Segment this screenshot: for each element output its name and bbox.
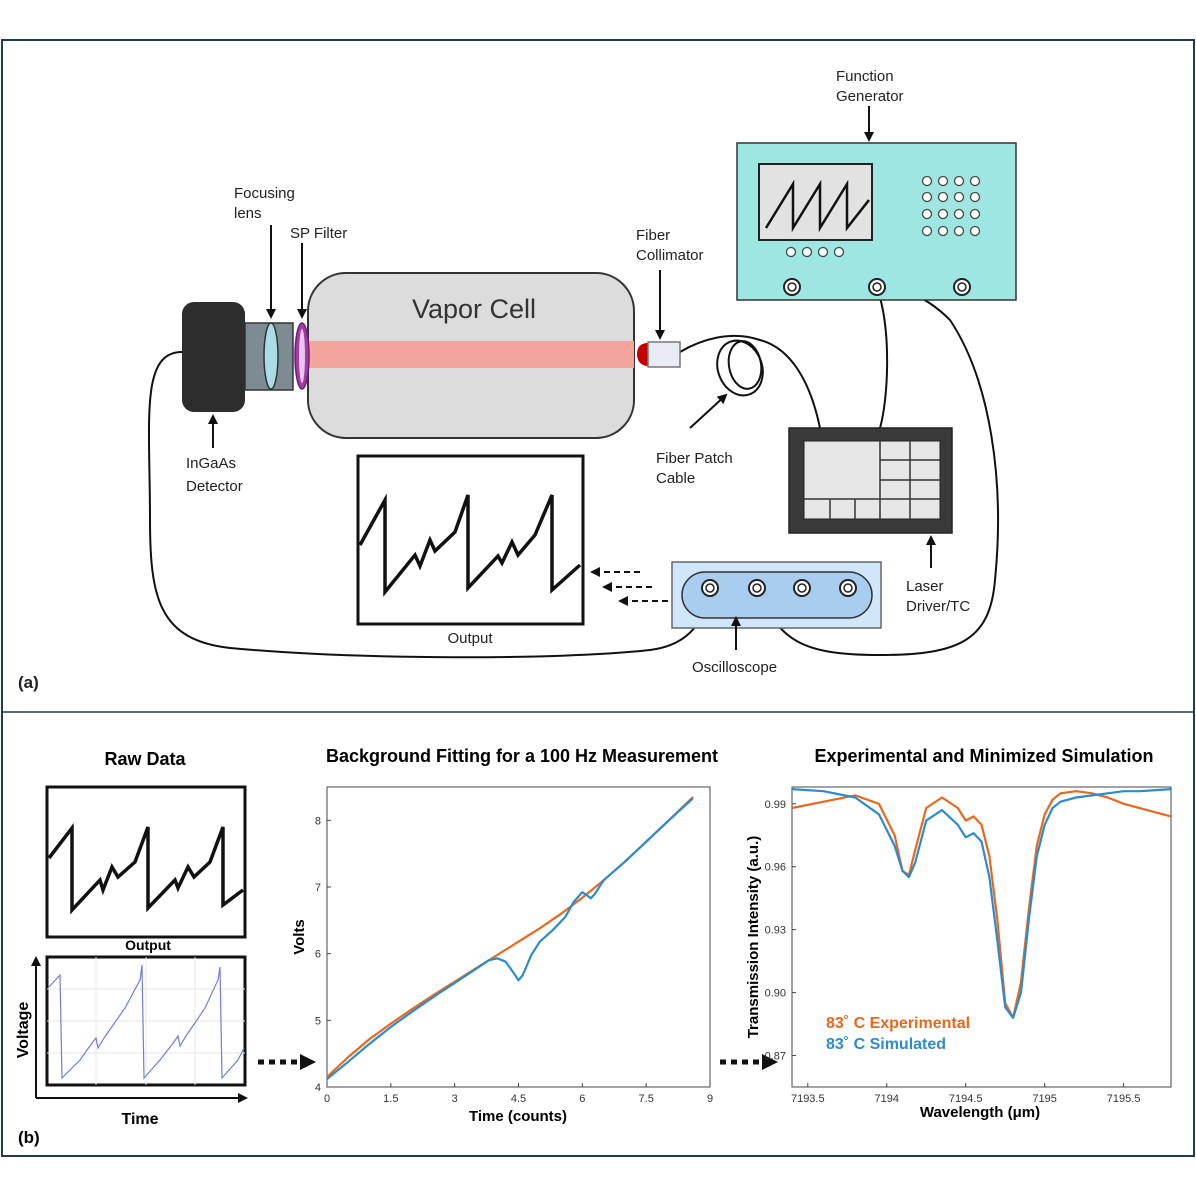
chart1-xtick-label: 6 xyxy=(579,1093,585,1105)
chart-experimental-simulation: Experimental and Minimized Simulation 71… xyxy=(745,746,1172,1121)
chart1-xtick-label: 9 xyxy=(707,1093,713,1105)
fiber-patch-cable xyxy=(679,334,821,429)
chart2-xtick-label: 7195.5 xyxy=(1107,1093,1141,1105)
oscilloscope xyxy=(671,561,882,629)
chart2-legend-experimental: 83˚ C Experimental xyxy=(826,1015,970,1032)
fiber-coil-2 xyxy=(727,340,763,390)
function-generator-label-2: Generator xyxy=(836,88,904,105)
chart2-xtick-label: 7195 xyxy=(1032,1093,1056,1105)
laser-driver-label-2: Driver/TC xyxy=(906,598,970,615)
detector-assembly xyxy=(182,302,310,412)
function-generator-keypad xyxy=(921,175,981,237)
figure-frame xyxy=(1,39,1195,1157)
raw-data-panel: Raw Data Output Voltage Time (b) xyxy=(15,749,248,1147)
flow-arrows xyxy=(258,1054,778,1070)
chart1-series-line-1 xyxy=(326,797,694,1080)
chart1-xtick-label: 7.5 xyxy=(639,1093,654,1105)
detector-label: InGaAs xyxy=(186,455,236,472)
function-generator-connectors xyxy=(783,278,971,296)
chart1-plot-area xyxy=(326,786,711,1088)
raw-ylabel: Voltage xyxy=(15,1002,32,1059)
chart2-title: Experimental and Minimized Simulation xyxy=(814,746,1153,766)
chart-background-fitting: Background Fitting for a 100 Hz Measurem… xyxy=(291,746,718,1125)
panel-a-label: (a) xyxy=(18,673,39,692)
detector-to-oscilloscope-cable xyxy=(147,351,711,659)
panel-a-labels: Function Generator Focusing lens SP Filt… xyxy=(18,68,970,692)
panel-b: Raw Data Output Voltage Time (b) xyxy=(15,746,1172,1147)
signal-arrows xyxy=(590,567,668,606)
chart2-ytick-label: 0.99 xyxy=(765,799,786,811)
raw-output-waveform xyxy=(47,822,245,915)
chart2-plot-area xyxy=(791,786,1172,1088)
chart1-xtick-label: 1.5 xyxy=(383,1093,398,1105)
chart1-ytick-label: 4 xyxy=(315,1082,321,1094)
chart2-legend-simulated: 83˚ C Simulated xyxy=(826,1036,946,1053)
focusing-lens-label: Focusing xyxy=(234,185,295,202)
chart2-xlabel: Wavelength (μm) xyxy=(920,1104,1040,1121)
chart2-series-line-1 xyxy=(791,788,1172,1019)
fiber-patch-cable-label: Fiber Patch xyxy=(656,450,733,467)
panel-a: Vapor Cell xyxy=(18,68,1017,692)
laser-driver-to-function-generator-cable xyxy=(876,287,889,429)
cables xyxy=(147,286,999,659)
chart2-ticks: 7193.5 7194 7194.5 7195 7195.5 0.99 0.96 0.93 0.… xyxy=(765,799,1141,1105)
fiber-patch-cable-label-2: Cable xyxy=(656,470,695,487)
chart1-xtick-label: 3 xyxy=(452,1093,458,1105)
fiber-collimator-label-2: Collimator xyxy=(636,247,704,264)
chart1-ticks: 0 1.5 3 4.5 6 7.5 9 4 5 6 7 8 xyxy=(315,815,713,1105)
chart1-ytick-label: 6 xyxy=(315,949,321,961)
chart2-ytick-label: 0.96 xyxy=(765,862,786,874)
function-generator xyxy=(736,142,1017,301)
vapor-cell-label: Vapor Cell xyxy=(412,294,536,324)
detector-label-2: Detector xyxy=(186,478,243,495)
chart1-series xyxy=(326,796,694,1080)
raw-output-label: Output xyxy=(125,937,171,953)
chart2-ytick-label: 0.87 xyxy=(765,1051,786,1063)
chart2-xtick-label: 7193.5 xyxy=(791,1093,825,1105)
output-label: Output xyxy=(447,630,493,647)
sp-filter-label: SP Filter xyxy=(290,225,347,242)
laser-beam xyxy=(308,341,634,368)
vapor-cell: Vapor Cell xyxy=(307,272,635,439)
chart1-ytick-label: 7 xyxy=(315,882,321,894)
raw-trace xyxy=(48,964,245,1080)
oscilloscope-to-function-generator-cable xyxy=(756,286,999,657)
function-generator-small-buttons xyxy=(785,246,845,258)
detector-housing xyxy=(182,302,245,412)
chart2-xtick-label: 7194 xyxy=(875,1093,899,1105)
focusing-lens xyxy=(263,322,279,390)
output-screen xyxy=(356,454,585,626)
raw-output-screen xyxy=(45,785,247,939)
fiber-collimator xyxy=(637,341,681,368)
function-generator-screen xyxy=(758,163,873,241)
chart1-title: Background Fitting for a 100 Hz Measurem… xyxy=(326,746,718,766)
panel-b-label: (b) xyxy=(18,1128,40,1147)
focusing-lens-label-2: lens xyxy=(234,205,262,222)
oscilloscope-label: Oscilloscope xyxy=(692,659,777,676)
raw-xlabel: Time xyxy=(121,1111,158,1128)
chart2-series xyxy=(791,788,1172,1019)
chart1-xlabel: Time (counts) xyxy=(469,1108,567,1125)
chart1-ytick-label: 5 xyxy=(315,1015,321,1027)
label-arrows xyxy=(208,106,936,650)
chart1-xtick-label: 0 xyxy=(324,1093,330,1105)
chart2-ytick-label: 0.90 xyxy=(765,988,786,1000)
chart2-ylabel: Transmission Intensity (a.u.) xyxy=(745,836,762,1039)
chart2-xtick-label: 7194.5 xyxy=(949,1093,983,1105)
raw-data-title: Raw Data xyxy=(104,749,186,769)
function-generator-label: Function xyxy=(836,68,894,85)
chart1-ylabel: Volts xyxy=(291,919,308,955)
output-waveform xyxy=(358,493,582,597)
chart2-ytick-label: 0.93 xyxy=(765,925,786,937)
chart1-ytick-label: 8 xyxy=(315,815,321,827)
chart1-xtick-label: 4.5 xyxy=(511,1093,526,1105)
laser-driver xyxy=(788,427,953,534)
sawtooth-waveform xyxy=(764,179,870,233)
laser-driver-label: Laser xyxy=(906,578,944,595)
fiber-collimator-label: Fiber xyxy=(636,227,670,244)
